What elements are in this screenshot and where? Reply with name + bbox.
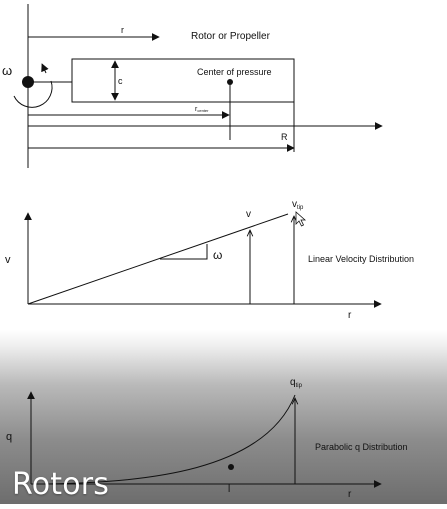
slope-triangle (160, 244, 208, 260)
q-x-label: r (348, 489, 352, 500)
v-label: v (246, 209, 251, 220)
vtip-label: vtip (292, 199, 304, 211)
cp-label: Center of pressure (197, 67, 272, 77)
q-mark-label: l (228, 484, 230, 495)
velocity-caption: Linear Velocity Distribution (308, 254, 414, 264)
velocity-y-label: v (5, 254, 11, 266)
q-y-label: q (6, 431, 12, 443)
rotation-arrow-icon (41, 63, 49, 74)
qtip-label: qtip (290, 377, 303, 389)
R-label: R (281, 132, 288, 142)
omega-label: ω (2, 63, 12, 78)
c-label: c (118, 76, 123, 86)
velocity-x-label: r (348, 310, 352, 321)
rotor-sketch: r Rotor or Propeller ω c Center of press… (2, 4, 383, 168)
blade (71, 58, 295, 103)
rotor-title: Rotor or Propeller (191, 31, 271, 42)
rotation-arc-icon (13, 80, 53, 108)
r-center-label: rcenter (195, 106, 209, 113)
slide-caption: Rotors (12, 467, 110, 502)
q-centroid-point (228, 464, 234, 470)
slope-omega-label: ω (213, 248, 222, 262)
q-curve (30, 394, 296, 485)
cursor-icon (295, 211, 307, 227)
q-caption: Parabolic q Distribution (315, 442, 408, 452)
velocity-plot: v r ω v vtip Linear Velocity Distributio… (5, 199, 414, 321)
q-plot: q r qtip l Parabolic q Distribution (6, 377, 408, 500)
r-label: r (121, 25, 124, 35)
velocity-line (27, 213, 289, 305)
